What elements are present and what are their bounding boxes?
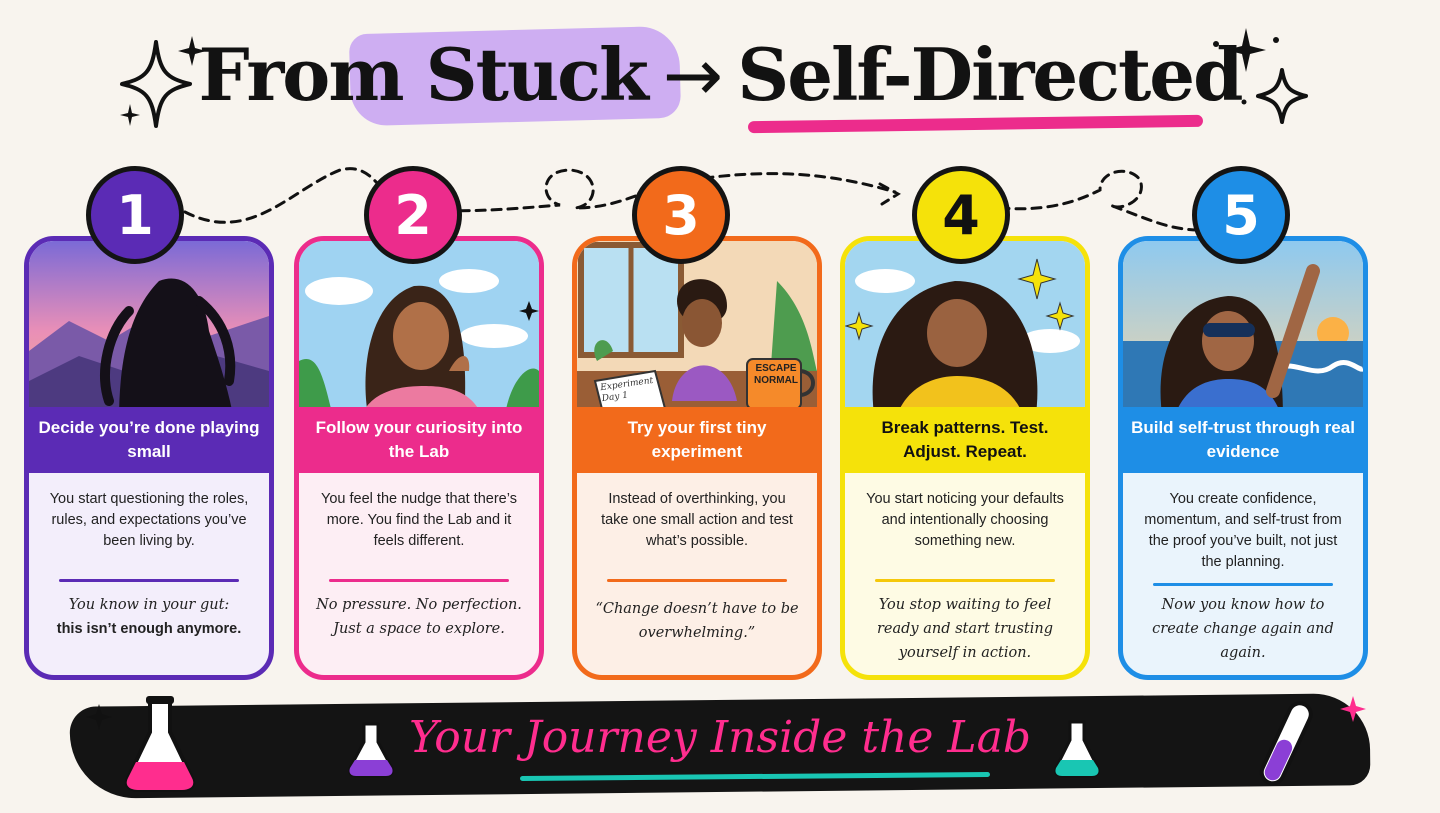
step-quote-text: You know in your gut: [68, 597, 230, 613]
scene-sunset-mountains [29, 241, 269, 421]
flask-icon [1259, 701, 1313, 786]
flask-icon [348, 722, 394, 778]
step-card-4: Break patterns. Test. Adjust. Repeat. Yo… [840, 236, 1090, 680]
step-quote-bold: this isn’t enough anymore. [56, 621, 242, 637]
step-number-badge: 4 [912, 166, 1010, 264]
divider [59, 579, 239, 582]
step-card-2: Follow your curiosity into the Lab You f… [294, 236, 544, 680]
sparkle-icon [86, 704, 112, 730]
title-underline [747, 114, 1204, 134]
mug-label: ESCAPE NORMAL [754, 363, 798, 386]
scene-celebrating-girl [1123, 241, 1363, 421]
step-description: You start noticing your defaults and int… [866, 491, 1064, 549]
step-number-badge: 3 [632, 166, 730, 264]
title-arrow: → [662, 33, 723, 117]
divider [1153, 583, 1333, 586]
step-quote: “Change doesn’t have to be overwhelming.… [595, 601, 799, 641]
step-card-3: Experiment Day 1 ESCAPE NORMAL Try your … [572, 236, 822, 680]
step-quote: You know in your gut: this isn’t enough … [43, 593, 255, 641]
divider [875, 579, 1055, 582]
step-heading: Break patterns. Test. Adjust. Repeat. [845, 407, 1085, 473]
title-part-2: Self-Directed [737, 32, 1243, 117]
step-heading: Try your first tiny experiment [577, 407, 817, 473]
step-quote: No pressure. No perfection. Just a space… [316, 597, 522, 637]
step-number-badge: 1 [86, 166, 184, 264]
step-card-1: Decide you’re done playing small You sta… [24, 236, 274, 680]
step-number-badge: 2 [364, 166, 462, 264]
divider [607, 579, 787, 582]
sparkle-icon [120, 36, 206, 128]
title-area: From Stuck→Self-Directed [0, 22, 1440, 134]
step-heading: Follow your curiosity into the Lab [299, 407, 539, 473]
step-heading: Decide you’re done playing small [29, 407, 269, 473]
page-title: From Stuck→Self-Directed [0, 32, 1440, 117]
scene-confident-girl [845, 241, 1085, 421]
footer-tagline: Your Journey Inside the Lab [408, 712, 1031, 763]
step-description: You feel the nudge that there’s more. Yo… [321, 491, 517, 549]
step-description: You start questioning the roles, rules, … [49, 491, 249, 549]
flask-icon [1054, 720, 1100, 778]
title-part-1: From Stuck [198, 32, 649, 117]
sparkle-icon [1340, 696, 1366, 722]
step-description: Instead of overthinking, you take one sm… [601, 491, 793, 549]
step-number-badge: 5 [1192, 166, 1290, 264]
sparkle-icon [1213, 28, 1308, 124]
divider [329, 579, 509, 582]
scene-curious-girl [299, 241, 539, 421]
step-card-5: Build self-trust through real evidence Y… [1118, 236, 1368, 680]
step-quote: You stop waiting to feel ready and start… [876, 597, 1054, 661]
step-description: You create confidence, momentum, and sel… [1144, 491, 1342, 570]
step-quote: Now you know how to create change again … [1152, 597, 1334, 661]
step-heading: Build self-trust through real evidence [1123, 407, 1363, 473]
flask-icon [124, 696, 196, 792]
